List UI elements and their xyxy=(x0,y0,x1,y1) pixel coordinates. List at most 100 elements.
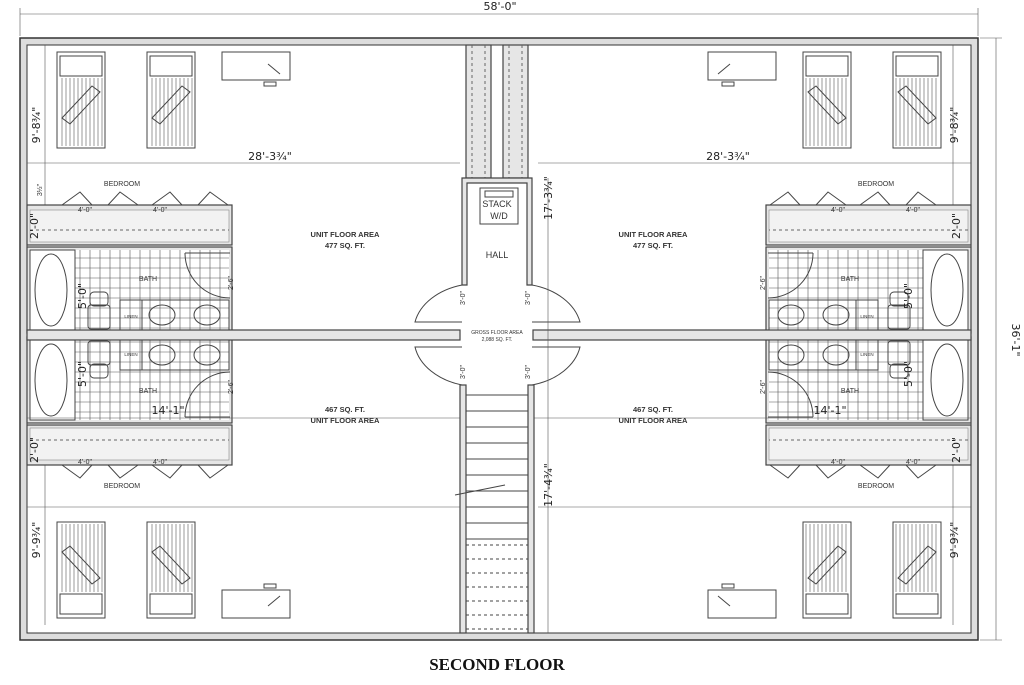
toilet xyxy=(887,340,911,366)
bathtub xyxy=(930,253,964,327)
bed xyxy=(892,521,942,619)
stairs xyxy=(454,384,535,634)
closet-door-dim: 4'-0" xyxy=(831,207,845,214)
washer-label: W/D xyxy=(490,211,508,221)
bath-door-dim: 2'-6" xyxy=(760,276,767,290)
tub-dim: 5'-0" xyxy=(902,361,915,387)
bed xyxy=(802,521,852,619)
door-dim: 3'-0" xyxy=(525,291,532,305)
bedroom-depth-dim: 9'-8¾" xyxy=(30,107,43,144)
bed xyxy=(146,51,196,149)
bath-door-dim: 2'-6" xyxy=(228,380,235,394)
gross-area-value: 2,088 SQ. FT. xyxy=(482,337,513,343)
sink xyxy=(148,304,176,326)
hall xyxy=(414,177,581,386)
unit-width-dim: 14'-1" xyxy=(151,404,184,417)
door-dim: 3'-0" xyxy=(460,291,467,305)
washer-label: STACK xyxy=(482,199,511,209)
bath-label: BATH xyxy=(841,388,859,395)
unit-area-value: 477 SQ. FT. xyxy=(325,241,365,250)
party-wall xyxy=(26,329,461,341)
bedroom-label: BEDROOM xyxy=(104,181,140,188)
bed xyxy=(892,51,942,149)
linen-label: LINEN xyxy=(860,314,873,319)
overall-depth-dim: 36'-1" xyxy=(1009,323,1022,356)
closet xyxy=(26,424,233,479)
bath-door xyxy=(767,371,814,418)
door-dim: 3'-0" xyxy=(460,365,467,379)
bathtub xyxy=(34,343,68,417)
bed xyxy=(56,521,106,619)
utility-chase xyxy=(465,44,529,179)
center-dim-upper: 17'-3¾" xyxy=(542,176,555,220)
unit-area-label: UNIT FLOOR AREA xyxy=(619,230,688,239)
bath-door xyxy=(184,371,231,418)
closet-door-dim: 4'-0" xyxy=(831,459,845,466)
bathtub xyxy=(34,253,68,327)
closet xyxy=(765,191,972,246)
tub-dim: 5'-0" xyxy=(76,361,89,387)
closet-depth-dim: 2'-0" xyxy=(28,213,41,239)
plan-title: SECOND FLOOR xyxy=(429,655,565,674)
linen-label: LINEN xyxy=(860,352,873,357)
bathroom xyxy=(26,336,233,424)
bathroom xyxy=(765,246,972,334)
linen-label: LINEN xyxy=(124,352,137,357)
bedroom-label: BEDROOM xyxy=(104,483,140,490)
sink xyxy=(777,344,805,366)
sink xyxy=(193,304,221,326)
bathroom xyxy=(765,336,972,424)
closet xyxy=(765,424,972,479)
bed xyxy=(146,521,196,619)
sink xyxy=(193,344,221,366)
unit-layout xyxy=(26,336,460,625)
unit-area-value: 477 SQ. FT. xyxy=(633,241,673,250)
bedroom-depth-dim: 9'-9¾" xyxy=(30,522,43,559)
unit-area-value: 467 SQ. FT. xyxy=(633,405,673,414)
sink xyxy=(822,344,850,366)
overall-width-dim: 58'-0" xyxy=(483,0,516,13)
bathroom xyxy=(26,246,233,334)
center-dim-lower: 17'-4¾" xyxy=(542,463,555,507)
unit-area-value: 467 SQ. FT. xyxy=(325,405,365,414)
unit-width-dim: 28'-3¾" xyxy=(706,150,750,163)
sink xyxy=(822,304,850,326)
bathtub xyxy=(930,343,964,417)
closet-depth-dim: 2'-0" xyxy=(950,437,963,463)
closet-door-dim: 4'-0" xyxy=(78,459,92,466)
unit-area-label: UNIT FLOOR AREA xyxy=(311,416,380,425)
bath-door xyxy=(767,252,814,299)
offset-dim: 3½" xyxy=(36,183,44,196)
bed xyxy=(56,51,106,149)
closet-door-dim: 4'-0" xyxy=(153,207,167,214)
sink xyxy=(148,344,176,366)
bedroom-label: BEDROOM xyxy=(858,181,894,188)
bath-door xyxy=(184,252,231,299)
bath-label: BATH xyxy=(139,388,157,395)
toilet xyxy=(887,304,911,330)
unit-layout xyxy=(538,336,972,625)
bed xyxy=(802,51,852,149)
closet-depth-dim: 2'-0" xyxy=(28,437,41,463)
gross-area-label: GROSS FLOOR AREA xyxy=(471,330,523,336)
unit-layout xyxy=(538,45,972,334)
unit-area-label: UNIT FLOOR AREA xyxy=(619,416,688,425)
bath-door-dim: 2'-6" xyxy=(228,276,235,290)
bedroom-depth-dim: 9'-8¾" xyxy=(948,107,961,144)
sink xyxy=(777,304,805,326)
bath-label: BATH xyxy=(841,276,859,283)
bedroom-depth-dim: 9'-9¾" xyxy=(948,522,961,559)
desk xyxy=(707,583,777,619)
party-wall xyxy=(532,329,972,341)
tub-dim: 5'-0" xyxy=(76,283,89,309)
desk xyxy=(707,51,777,87)
unit-width-dim: 28'-3¾" xyxy=(248,150,292,163)
closet xyxy=(26,191,233,246)
closet-depth-dim: 2'-0" xyxy=(950,213,963,239)
unit-area-label: UNIT FLOOR AREA xyxy=(311,230,380,239)
stack-washer-dryer xyxy=(479,187,519,225)
tub-dim: 5'-0" xyxy=(902,283,915,309)
closet-door-dim: 4'-0" xyxy=(906,207,920,214)
toilet xyxy=(87,304,111,330)
